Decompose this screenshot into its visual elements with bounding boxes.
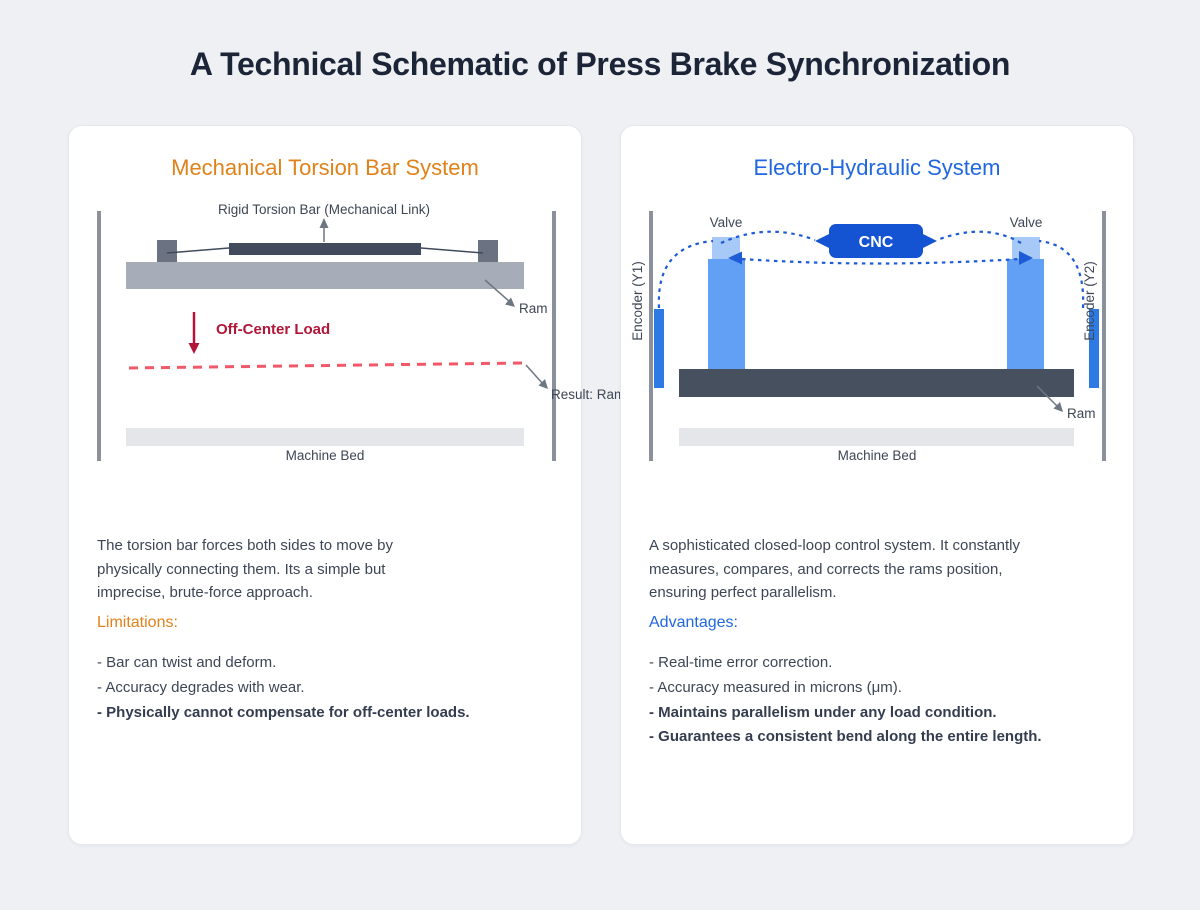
- mechanical-description: The torsion bar forces both sides to mov…: [97, 534, 393, 605]
- mounting-block-left: [157, 240, 177, 263]
- valve-left-label: Valve: [710, 215, 743, 230]
- torsion-bar-label: Rigid Torsion Bar (Mechanical Link): [218, 202, 430, 217]
- feedback-arc-encoder-left: [657, 239, 714, 309]
- advantages-heading: Advantages:: [649, 614, 738, 631]
- description-line: A sophisticated closed-loop control syst…: [649, 537, 1021, 554]
- signal-arc-valve-left-cnc: [720, 230, 816, 245]
- mechanical-panel-title: Mechanical Torsion Bar System: [171, 155, 479, 180]
- torsion-bar-diagram: Rigid Torsion Bar (Mechanical Link) Ram …: [97, 202, 621, 463]
- cnc-box: CNC: [815, 224, 937, 258]
- page-title: A Technical Schematic of Press Brake Syn…: [189, 46, 1011, 82]
- encoder-left-label: Encoder (Y1): [630, 261, 645, 341]
- list-item: - Accuracy measured in microns (μm).: [649, 678, 902, 696]
- cnc-label: CNC: [859, 234, 894, 251]
- electro-hydraulic-panel: Electro-Hydraulic System Valve Valve CNC: [620, 125, 1134, 845]
- advantages-list: - Real-time error correction. - Accuracy…: [649, 651, 1042, 750]
- list-item: - Maintains parallelism under any load c…: [649, 703, 997, 721]
- limitations-heading: Limitations:: [97, 614, 178, 631]
- frame-column-right: [552, 211, 556, 461]
- ram-pointer-arrow-icon: [484, 279, 515, 307]
- ram-label: Ram: [1067, 406, 1096, 421]
- list-item: - Physically cannot compensate for off-c…: [97, 703, 470, 721]
- limitations-list: - Bar can twist and deform. - Accuracy d…: [97, 651, 470, 725]
- command-curve-cnc-to-valves: [741, 257, 1020, 265]
- mechanical-system-panel: Mechanical Torsion Bar System Rigid Tors…: [68, 125, 621, 845]
- arrowhead-to-valve-right-icon: [1019, 251, 1033, 265]
- description-line: ensuring perfect parallelism.: [649, 584, 837, 601]
- control-signal-curves: [657, 230, 1085, 309]
- result-pointer-arrow-icon: [525, 364, 548, 389]
- off-center-load-arrow-icon: [188, 312, 200, 354]
- list-item: - Bar can twist and deform.: [97, 654, 277, 671]
- ram-bar: [126, 262, 524, 289]
- encoder-bar-left: [654, 309, 664, 388]
- frame-column-left: [97, 211, 101, 461]
- list-item: - Guarantees a consistent bend along the…: [649, 728, 1042, 746]
- machine-bed-label: Machine Bed: [838, 448, 917, 463]
- list-item: - Accuracy degrades with wear.: [97, 678, 305, 696]
- description-line: The torsion bar forces both sides to mov…: [97, 537, 393, 554]
- list-item: - Real-time error correction.: [649, 654, 833, 671]
- description-line: imprecise, brute-force approach.: [97, 584, 313, 601]
- link-rod-right: [420, 247, 484, 254]
- link-rod-left: [166, 247, 230, 254]
- electro-hydraulic-diagram: Valve Valve CNC Encoder (Y1) Encoder (Y2…: [630, 211, 1106, 463]
- ram-bar: [679, 369, 1074, 397]
- torsion-bar: [229, 243, 421, 255]
- machine-bed-bar: [126, 428, 524, 446]
- electro-hydraulic-panel-title: Electro-Hydraulic System: [753, 155, 1001, 180]
- machine-bed-label: Machine Bed: [286, 448, 365, 463]
- feedback-arc-encoder-right: [1038, 239, 1085, 309]
- off-center-load-label: Off-Center Load: [216, 321, 330, 338]
- frame-column-right: [1102, 211, 1106, 461]
- description-line: physically connecting them. Its a simple…: [97, 560, 386, 578]
- machine-bed-bar: [679, 428, 1074, 446]
- encoder-bar-right: [1089, 309, 1099, 388]
- result-label: Result: Ram: [551, 387, 621, 402]
- hydraulic-cylinder-left: [708, 259, 745, 369]
- ram-pointer-arrow-icon: [1036, 385, 1063, 412]
- valve-left: [712, 237, 740, 259]
- hydraulic-cylinder-right: [1007, 259, 1044, 369]
- mounting-block-right: [478, 240, 498, 263]
- electro-hydraulic-description: A sophisticated closed-loop control syst…: [649, 534, 1020, 605]
- signal-arc-valve-right-cnc: [936, 230, 1022, 244]
- encoder-right-label: Encoder (Y2): [1082, 261, 1097, 341]
- valve-right-label: Valve: [1010, 215, 1043, 230]
- arrowhead-to-valve-left-icon: [728, 251, 742, 265]
- frame-column-left: [649, 211, 653, 461]
- dashed-tilt-line: [128, 361, 525, 370]
- description-line: measures, compares, and corrects the ram…: [649, 560, 1003, 578]
- ram-label: Ram: [519, 301, 548, 316]
- up-arrow-icon: [319, 218, 329, 242]
